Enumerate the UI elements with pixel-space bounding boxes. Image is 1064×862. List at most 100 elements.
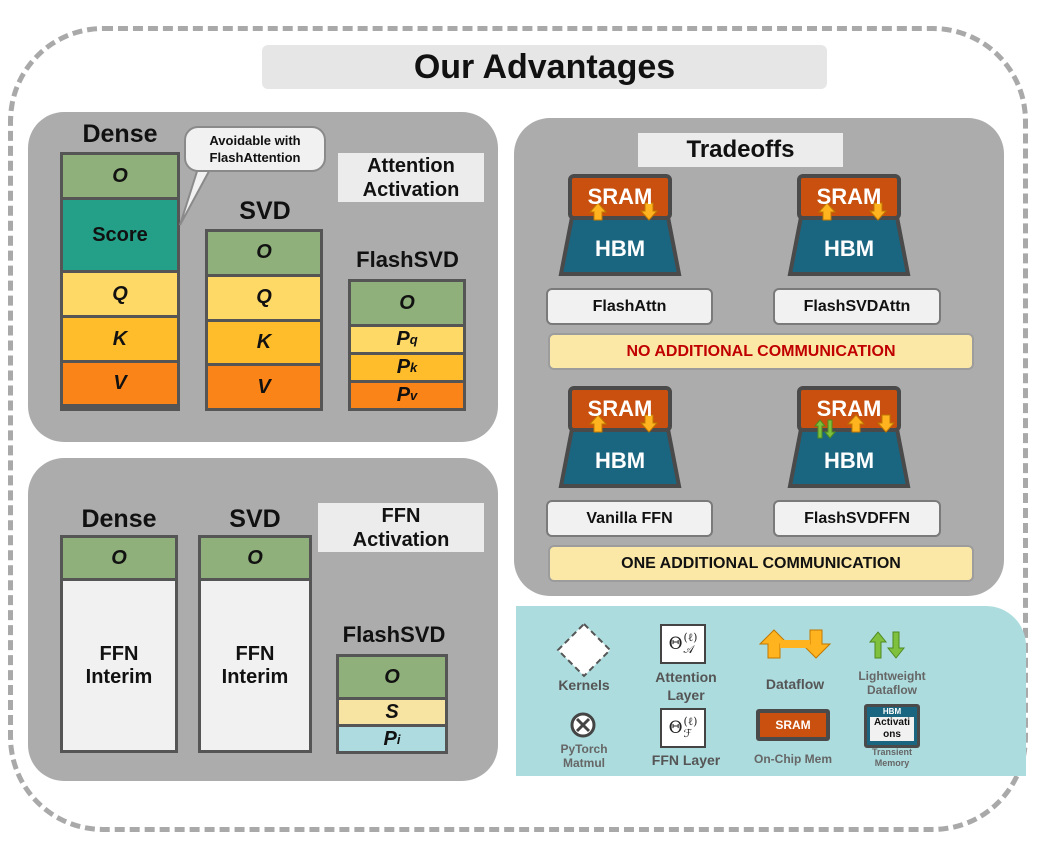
legend-attention-line-2: Layer — [667, 687, 705, 703]
transient-chip-line-2: ons — [883, 729, 901, 740]
memory-diagram-3 — [558, 386, 682, 488]
pk-sub: k — [410, 360, 418, 375]
attention-label-line-1: Attention — [367, 154, 455, 177]
svd-k-cell: K — [208, 321, 320, 364]
svd-q-cell: Q — [208, 276, 320, 319]
hbm-label-1: HBM — [594, 236, 646, 261]
label-flashattn: FlashAttn — [546, 288, 713, 325]
pv-label: P — [396, 384, 411, 406]
memory-vanilla-ffn: SRAM HBM — [555, 386, 685, 490]
ffn-svd-interim-1: FFN — [235, 642, 275, 665]
transient-memory-icon: HBM Activati ons — [864, 704, 920, 748]
flashattention-callout: Avoidable with FlashAttention — [184, 126, 326, 172]
theta-attn-sup: (ℓ) — [683, 631, 698, 644]
label-flashsvdattn: FlashSVDAttn — [773, 288, 941, 325]
memory-diagram-2 — [787, 174, 911, 276]
legend-ffn-layer: FFN Layer — [651, 752, 721, 768]
onchip-chip-label: SRAM — [775, 718, 811, 732]
legend-dataflow: Dataflow — [765, 676, 825, 692]
legend-attention-layer: Attention Layer — [636, 668, 736, 704]
hbm-label-4: HBM — [823, 448, 875, 473]
attn-svd-stack: O Q K V — [205, 229, 323, 411]
label-flashsvdffn: FlashSVDFFN — [773, 500, 941, 537]
memory-diagram-4 — [787, 386, 911, 488]
ffn-dense-title: Dense — [81, 505, 157, 533]
dense-score-cell: Score — [63, 200, 177, 270]
ffn-dense-stack: O FFN Interim — [60, 535, 178, 753]
legend-lightweight-line-2: Dataflow — [866, 683, 917, 697]
transient-chip-line-1: Activati — [873, 717, 911, 728]
dense-q-cell: Q — [63, 273, 177, 315]
outer-dashed-frame — [8, 26, 1028, 832]
one-additional-communication: ONE ADDITIONAL COMMUNICATION — [548, 545, 974, 582]
ffn-dense-o-cell: O — [63, 538, 175, 578]
ffn-label-line-1: FFN — [381, 504, 421, 527]
attention-activation-label: Attention Activation — [338, 153, 484, 202]
ffn-svd-title: SVD — [229, 505, 281, 533]
legend-pytorch-line-2: Matmul — [563, 756, 605, 770]
kernels-icon — [556, 622, 612, 678]
legend-pytorch-matmul: PyTorch Matmul — [544, 742, 624, 770]
ffn-flash-o-cell: O — [339, 657, 445, 697]
ffn-svd-o-cell: O — [201, 538, 309, 578]
dense-v-cell: V — [63, 363, 177, 404]
ffn-flashsvd-title: FlashSVD — [342, 622, 446, 647]
sram-label-3: SRAM — [587, 396, 653, 421]
page-title: Our Advantages — [262, 45, 827, 89]
theta-ffn: Θ — [668, 718, 683, 738]
ffn-dense-interim-cell: FFN Interim — [63, 581, 175, 750]
transient-chip-top: HBM — [882, 707, 902, 716]
pytorch-matmul-icon — [570, 712, 596, 738]
legend-attention-line-1: Attention — [655, 669, 717, 685]
lightweight-dataflow-icon — [868, 631, 906, 659]
theta-ffn-sup: (ℓ) — [683, 715, 698, 728]
tradeoffs-title: Tradeoffs — [638, 133, 843, 167]
legend-transient-line-2: Memory — [874, 758, 910, 768]
ffn-label-line-2: Activation — [352, 528, 450, 551]
ffn-svd-stack: O FFN Interim — [198, 535, 312, 753]
attention-layer-icon: Θ(ℓ)𝒜 — [660, 624, 706, 664]
attn-svd-title: SVD — [239, 197, 291, 225]
theta-attn-sub: 𝒜 — [683, 643, 694, 656]
ffn-dense-interim-2: Interim — [85, 665, 153, 688]
legend-kernels: Kernels — [558, 677, 610, 693]
memory-diagram-1 — [558, 174, 682, 276]
legend-onchip-mem: On-Chip Mem — [754, 752, 832, 766]
attention-label-line-2: Activation — [362, 178, 460, 201]
callout-line-2: FlashAttention — [209, 150, 301, 165]
ffn-svd-interim-cell: FFN Interim — [201, 581, 309, 750]
pq-label: P — [396, 328, 410, 350]
hbm-label-2: HBM — [823, 236, 875, 261]
pi-sub: i — [396, 731, 401, 747]
sram-label-2: SRAM — [816, 184, 882, 209]
ffn-activation-label: FFN Activation — [318, 503, 484, 552]
pv-sub: v — [410, 388, 418, 403]
attn-dense-title: Dense — [82, 120, 158, 148]
legend-transient-memory: Transient Memory — [852, 747, 932, 769]
onchip-mem-icon: SRAM — [756, 709, 830, 741]
memory-flashsvdffn: SRAM HBM — [784, 386, 914, 490]
legend-pytorch-line-1: PyTorch — [560, 742, 608, 756]
ffn-dense-interim-1: FFN — [99, 642, 139, 665]
memory-flashattn: SRAM HBM — [555, 174, 685, 278]
ffn-flash-s-cell: S — [339, 700, 445, 724]
sram-label-4: SRAM — [816, 396, 882, 421]
attn-dense-stack: O Score Q K V — [60, 152, 180, 411]
pq-sub: q — [409, 332, 418, 347]
dense-k-cell: K — [63, 318, 177, 360]
svd-o-cell: O — [208, 232, 320, 274]
svd-v-cell: V — [208, 366, 320, 408]
legend-lightweight: Lightweight Dataflow — [848, 669, 936, 697]
ffn-layer-icon: Θ(ℓ)ℱ — [660, 708, 706, 748]
pi-label: P — [383, 727, 397, 750]
label-vanilla-ffn: Vanilla FFN — [546, 500, 713, 537]
theta-attn: Θ — [668, 634, 683, 654]
no-additional-communication: NO ADDITIONAL COMMUNICATION — [548, 333, 974, 370]
hbm-label-3: HBM — [594, 448, 646, 473]
